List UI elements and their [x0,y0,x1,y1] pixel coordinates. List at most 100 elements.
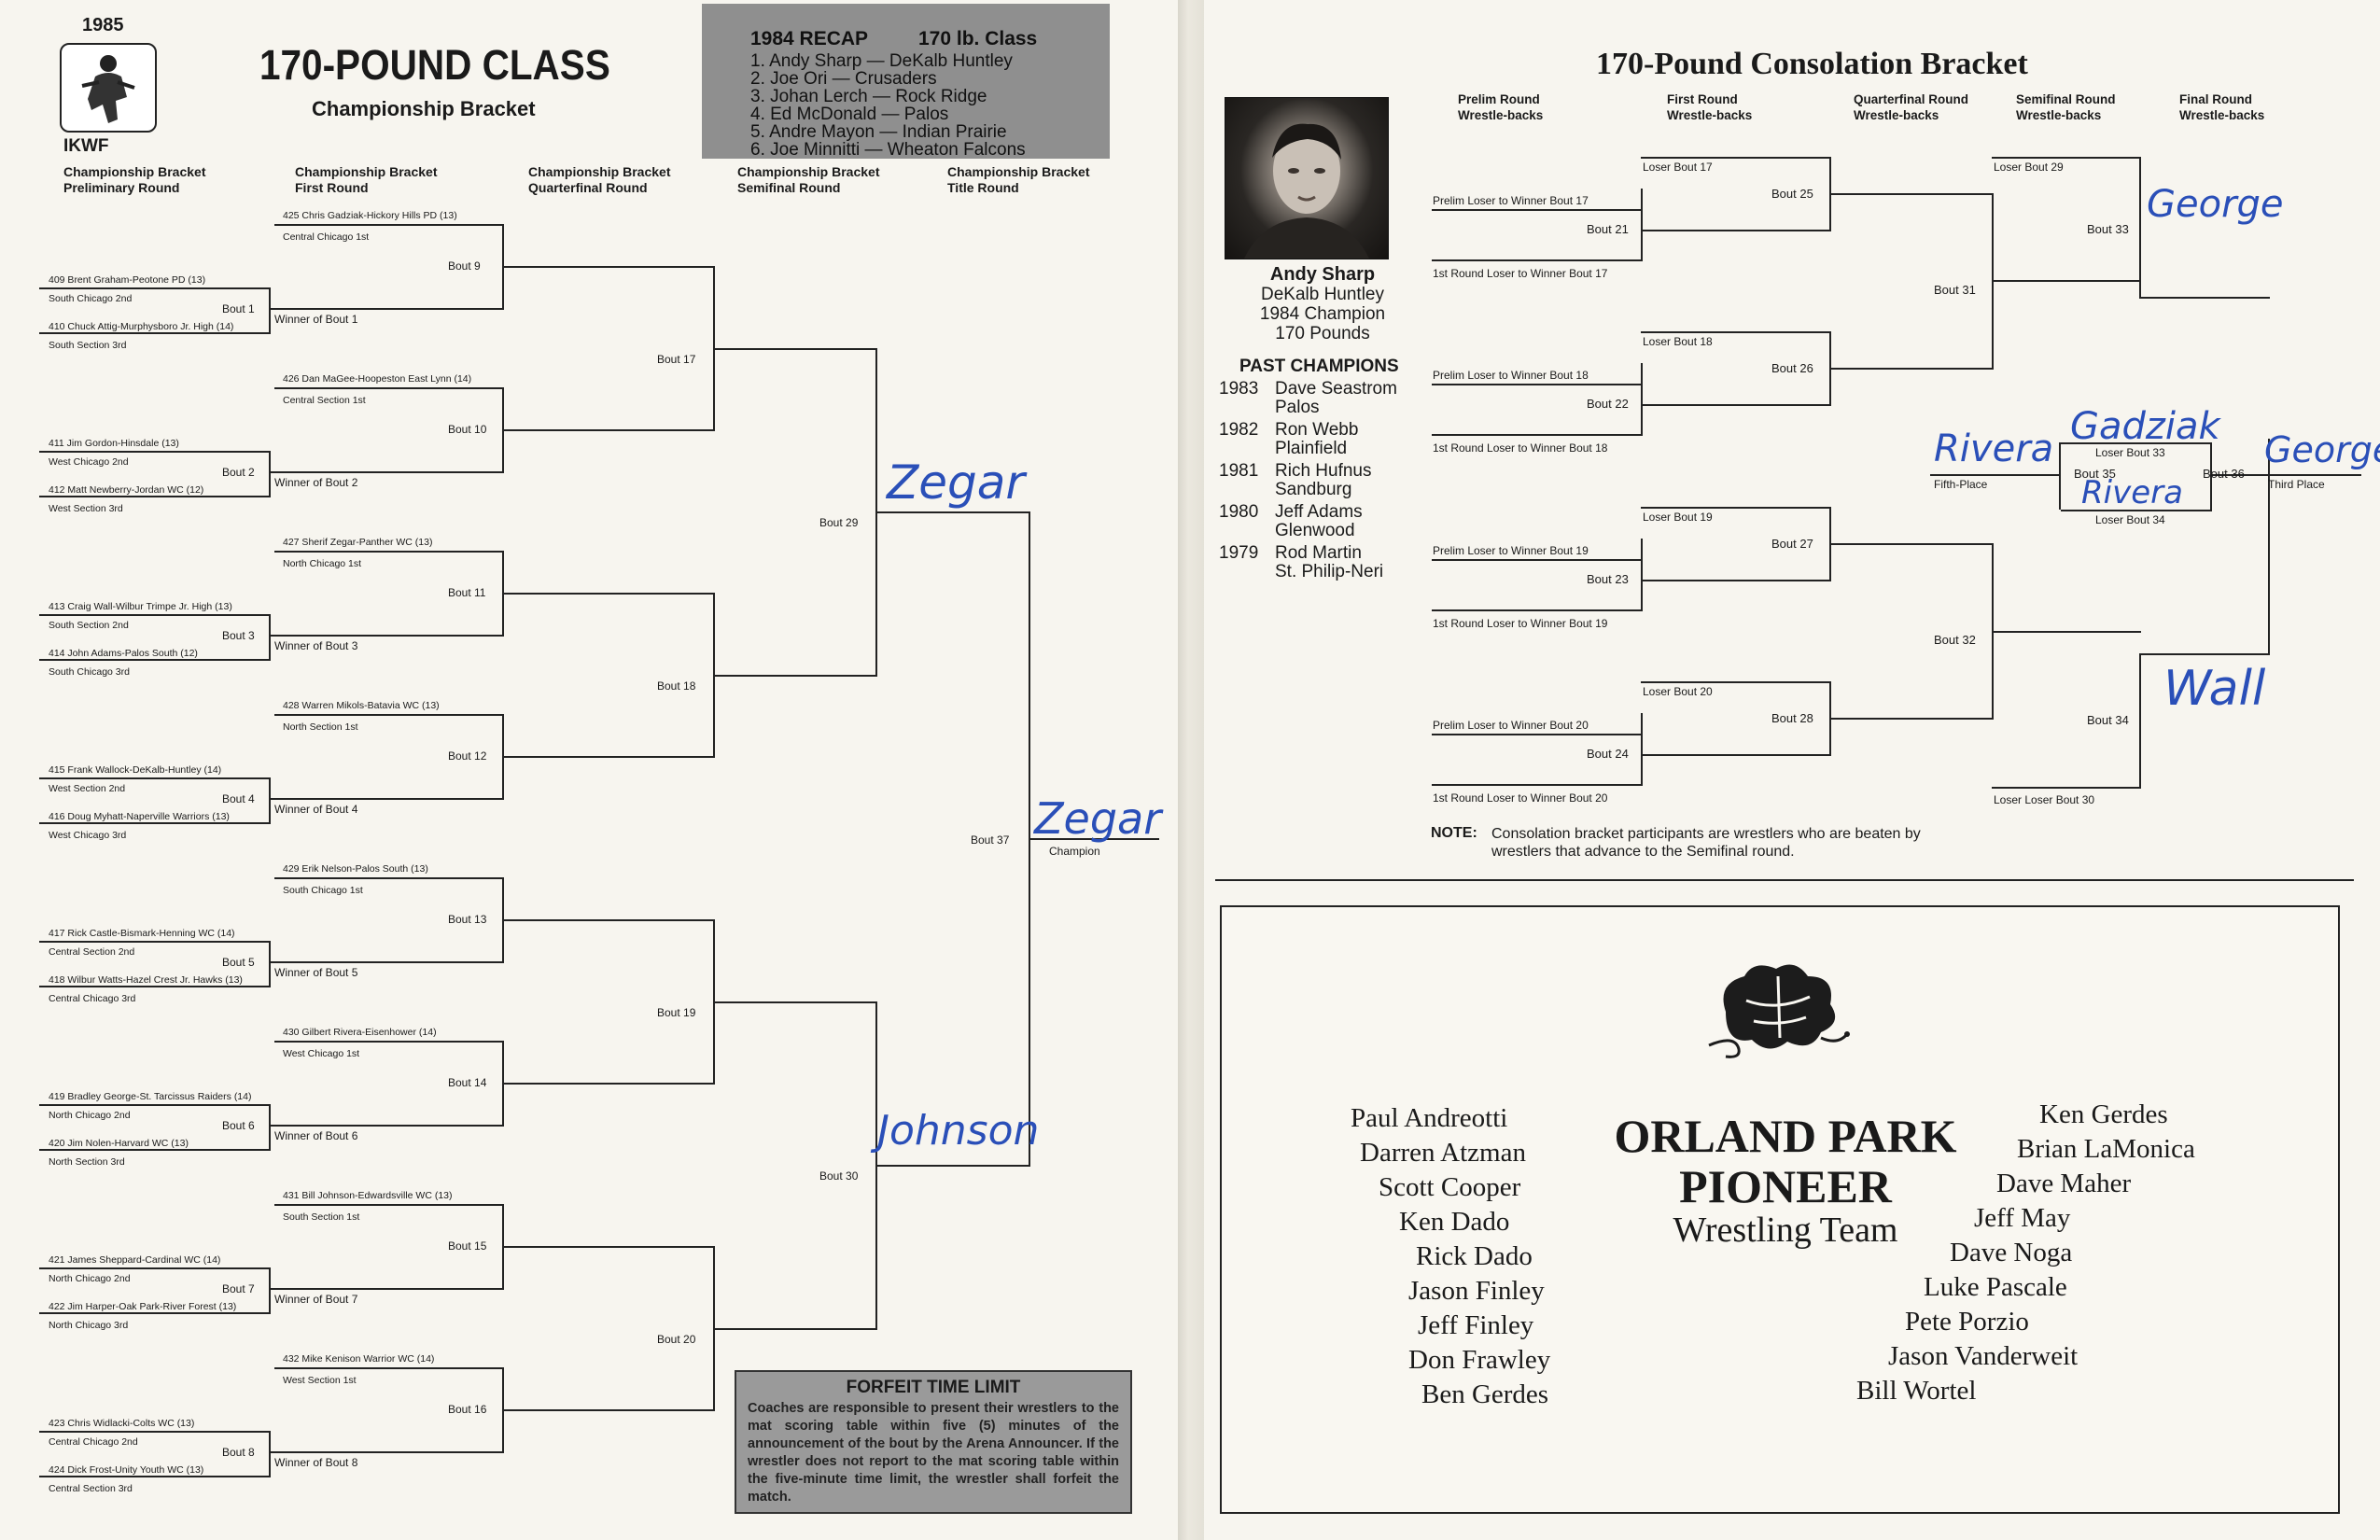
handwritten-bout33: George [2147,183,2284,226]
roster-name: Luke Pascale [1924,1272,2067,1302]
roster-name: Jason Finley [1408,1276,1545,1306]
bracket-line [274,877,504,879]
prelim-section: West Section 2nd [49,783,126,794]
bout-label: Bout 13 [448,913,487,926]
prelim-entrant: 410 Chuck Attig-Murphysboro Jr. High (14… [49,321,234,332]
winner-label: Winner of Bout 1 [274,313,358,326]
bracket-line [713,674,876,677]
round-header-line: Wrestle-backs [1854,108,1939,122]
prelim-entrant: 419 Bradley George-St. Tarcissus Raiders… [49,1091,252,1102]
champion-caption: Andy Sharp DeKalb Huntley 1984 Champion … [1225,265,1421,344]
wrestler-emblem-icon [81,55,135,123]
roster-name: Dave Maher [1996,1169,2132,1198]
round-header-line: Quarterfinal Round [1854,92,1969,106]
bracket-line [269,1104,271,1151]
prelim-entrant: 423 Chris Widlacki-Colts WC (13) [49,1418,195,1429]
round-header-line: Wrestle-backs [2016,108,2102,122]
firstround-entry: 1st Round Loser to Winner Bout 18 [1433,441,1608,455]
third-place-label: Third Place [2268,478,2325,491]
bracket-line [274,387,504,389]
round-header-line: Championship Bracket [63,164,206,179]
roster-name: Pete Porzio [1905,1307,2029,1337]
seed-section: West Section 1st [283,1375,357,1386]
roster-name: Don Frawley [1408,1345,1551,1375]
prelim-section: North Section 3rd [49,1156,125,1168]
bracket-line [502,919,715,921]
champion-photo [1225,97,1389,259]
loser-entry: Loser Bout 29 [1994,161,2064,174]
bout-label: Bout 20 [657,1332,696,1346]
bout-label: Bout 7 [222,1282,255,1295]
champion-year: 1984 Champion [1259,304,1386,324]
handwritten-loser34: Rivera [2081,474,2183,511]
bracket-line [39,1104,271,1106]
forfeit-body: Coaches are responsible to present their… [748,1401,1119,1505]
past-champions-title: PAST CHAMPIONS [1239,357,1399,376]
prelim-section: Central Chicago 3rd [49,993,136,1004]
note-label: NOTE: [1431,825,1477,841]
past-year: 1981 [1219,461,1259,481]
bracket-line [1641,230,1831,231]
prelim-entrant: 420 Jim Nolen-Harvard WC (13) [49,1138,189,1149]
bout-label: Bout 17 [657,352,696,366]
bout-label: Bout 27 [1771,537,1813,551]
bracket-line [39,822,271,824]
winner-label: Winner of Bout 8 [274,1456,358,1469]
seed-entrant: 428 Warren Mikols-Batavia WC (13) [283,700,440,711]
round-header-line: Final Round [2179,92,2252,106]
book-gutter [1178,0,1204,1540]
bracket-line [271,635,504,637]
prelim-section: North Chicago 3rd [49,1320,129,1331]
seed-section: West Chicago 1st [283,1048,360,1059]
bracket-line [1992,631,2141,633]
bracket-line [39,986,271,987]
bracket-line [1641,189,1643,259]
roster-name: Jeff May [1974,1203,2071,1233]
bracket-line [39,614,271,616]
round-header-line: Championship Bracket [947,164,1090,179]
fifth-place-label: Fifth-Place [1934,478,1988,491]
firstround-entry: 1st Round Loser to Winner Bout 17 [1433,267,1608,280]
bracket-line [271,1451,504,1453]
round-header-line: Championship Bracket [295,164,438,179]
handwritten-loser33: Gadziak [2070,405,2220,448]
bout-label: Bout 15 [448,1239,487,1253]
bracket-line [2059,442,2061,510]
bracket-line [875,511,1030,513]
bout-label: Bout 29 [819,515,859,529]
loser-entry: Loser Bout 17 [1643,161,1713,174]
bracket-line [2139,157,2141,297]
bracket-line [1432,784,1643,786]
roster-name: Scott Cooper [1379,1172,1521,1202]
bracket-line [2139,653,2270,655]
recap-item: 2. Joe Ori — Crusaders [750,69,937,89]
prelim-entrant: 412 Matt Newberry-Jordan WC (12) [49,484,204,496]
bracket-line [1432,609,1643,611]
bracket-line [1641,507,1831,509]
past-year: 1983 [1219,379,1259,399]
prelim-entrant: 421 James Sheppard-Cardinal WC (14) [49,1254,221,1266]
round-header-line: Championship Bracket [528,164,671,179]
bracket-line [2061,510,2210,511]
round-header-line: Preliminary Round [63,180,180,195]
prelim-entrant: 415 Frank Wallock-DeKalb-Huntley (14) [49,764,222,776]
round-header-line: Title Round [947,180,1019,195]
recap-list: 1. Andy Sharp — DeKalb Huntley 2. Joe Or… [750,52,1026,159]
bout-label: Bout 36 [2203,467,2245,481]
winner-label: Winner of Bout 3 [274,639,358,652]
bout-label: Bout 33 [2087,222,2129,236]
ad-title-2: PIONEER [1679,1160,1892,1212]
prelim-entry: Prelim Loser to Winner Bout 19 [1433,544,1589,557]
past-name: Rod Martin [1275,543,1362,563]
bracket-line [1641,539,1643,609]
past-name: Dave Seastrom [1275,379,1397,399]
prelim-entrant: 418 Wilbur Watts-Hazel Crest Jr. Hawks (… [49,974,243,986]
past-year: 1982 [1219,420,1259,440]
prelim-section: North Chicago 2nd [49,1273,131,1284]
bracket-line [1029,837,1159,840]
bout-label: Bout 2 [222,466,255,479]
handwritten-fifth: Rivera [1934,427,2054,470]
bracket-line [2210,442,2212,511]
